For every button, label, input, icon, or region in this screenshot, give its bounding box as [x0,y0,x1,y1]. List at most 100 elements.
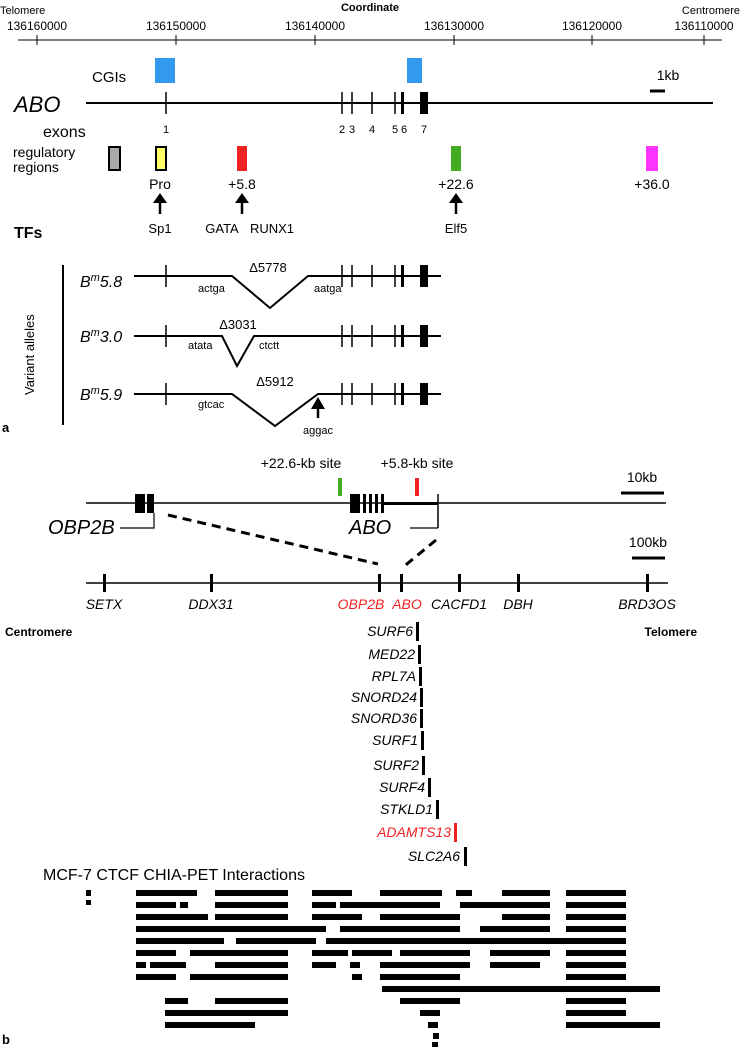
zoom-connector-left [167,513,379,566]
interaction-bar [428,1022,438,1028]
exon-mark [420,265,428,287]
gene-tick [400,574,403,592]
interaction-bar [566,890,626,896]
abo-exon-block [363,494,366,513]
axis-tick-label: 136160000 [7,19,67,33]
allele-line [134,393,441,428]
site-red-label: +5.8-kb site [381,455,454,471]
interaction-bar [190,974,288,980]
exon-mark [420,383,428,405]
cgi-box [155,58,175,83]
exon-mark [401,92,404,114]
axis-tick-label: 136110000 [674,19,734,33]
allele-row-5-9: Bm5.9 Δ5912 gtcac aggac [80,374,441,437]
allele-row-5-8: Bm5.8 Δ5778 actga aatga [80,260,441,310]
regulatory-region-label: +36.0 [634,176,670,192]
interaction-bar [165,1010,288,1016]
ladder-gene-bar [421,731,424,750]
allele-arrow-head [311,397,325,409]
regulatory-label: regulatory [13,144,75,160]
gene-tick [378,574,381,592]
ladder-gene-bar [418,645,421,664]
interaction-bar [433,1033,439,1039]
panel-letter-a: a [2,420,10,435]
interaction-bar [136,950,176,956]
ladder-gene-label: SNORD36 [351,710,417,726]
site-green-mark [338,478,342,496]
tf-arrow-head [449,193,463,203]
regulatory-region-box [155,146,167,171]
tf-label: GATA [205,221,239,236]
abo-label-zoomed: ABO [348,517,391,539]
chiapet-interactions [86,890,660,1047]
gene-tick [210,574,213,592]
interaction-bar [312,890,352,896]
interaction-bar [566,1022,660,1028]
ladder-gene-label: RPL7A [372,668,416,684]
interaction-bar [136,938,224,944]
ladder-gene-label: SNORD24 [351,689,417,705]
tf-arrow-head [153,193,167,203]
interaction-bar [215,998,288,1004]
exon-mark [420,92,428,114]
interaction-bar [380,962,470,968]
allele-deletion-label: Δ5912 [256,374,294,389]
interaction-bar [150,962,186,968]
ladder-gene-bar [420,688,423,707]
ladder-gene-label: STKLD1 [380,801,433,817]
allele-right-seq: ctctt [259,340,279,352]
tf-label: Sp1 [148,221,171,236]
cgi-box [407,58,422,83]
interaction-bar [352,974,362,980]
interaction-bar [190,950,288,956]
ladder-gene-label: SURF6 [367,623,413,639]
abo-gene-label: ABO [12,92,60,117]
interaction-bar [136,914,208,920]
regulatory-region-box [451,146,461,171]
tf-label: RUNX1 [250,221,294,236]
interaction-bar [136,926,326,932]
interaction-bar [352,950,392,956]
chrom-gene-label: CACFD1 [431,596,487,612]
regulatory-region-box [108,146,121,171]
chrom-gene-label: DDX31 [188,596,233,612]
chrom-gene-label: DBH [503,596,533,612]
interaction-bar [460,902,550,908]
interaction-bar [480,926,550,932]
interaction-bar [136,962,146,968]
ladder-gene-bar [464,847,467,866]
allele-left-seq: atata [188,340,213,352]
allele-line [134,335,441,369]
ladder-gene-bar [428,778,431,797]
interaction-bar [456,890,472,896]
allele-right-seq: aggac [303,425,333,437]
chrom-gene-label: SETX [86,596,123,612]
interaction-bar [490,962,540,968]
interaction-bar [165,1022,255,1028]
exons-label: exons [43,124,86,141]
interaction-bar [136,974,176,980]
regulatory-region-label: +22.6 [438,176,474,192]
interaction-bar [502,890,550,896]
interaction-bar [326,938,626,944]
ladder-gene-bar [416,622,419,641]
interaction-bar [312,914,362,920]
scale-100kb-label: 100kb [629,534,667,550]
interaction-bar [136,890,197,896]
interaction-bar [215,890,288,896]
allele-row-3-0: Bm3.0 Δ3031 atata ctctt [80,317,441,369]
interaction-bar [215,914,288,920]
obp2b-label: OBP2B [48,517,115,539]
allele-deletion-label: Δ3031 [219,317,257,332]
regulatory-region-label: Pro [149,176,171,192]
gene-ladder: SURF6 MED22 RPL7A SNORD24 SNORD36 SURF1 … [351,622,467,866]
ladder-gene-label-highlight: ADAMTS13 [376,824,451,840]
interaction-bar [215,962,288,968]
interaction-bar [566,998,626,1004]
interaction-bar [350,962,360,968]
interaction-bar [566,962,626,968]
exon-mark [401,265,404,287]
exon-number: 3 [349,124,355,136]
obp2b-exon-block [147,494,154,513]
abo-intron-thick [384,502,438,505]
